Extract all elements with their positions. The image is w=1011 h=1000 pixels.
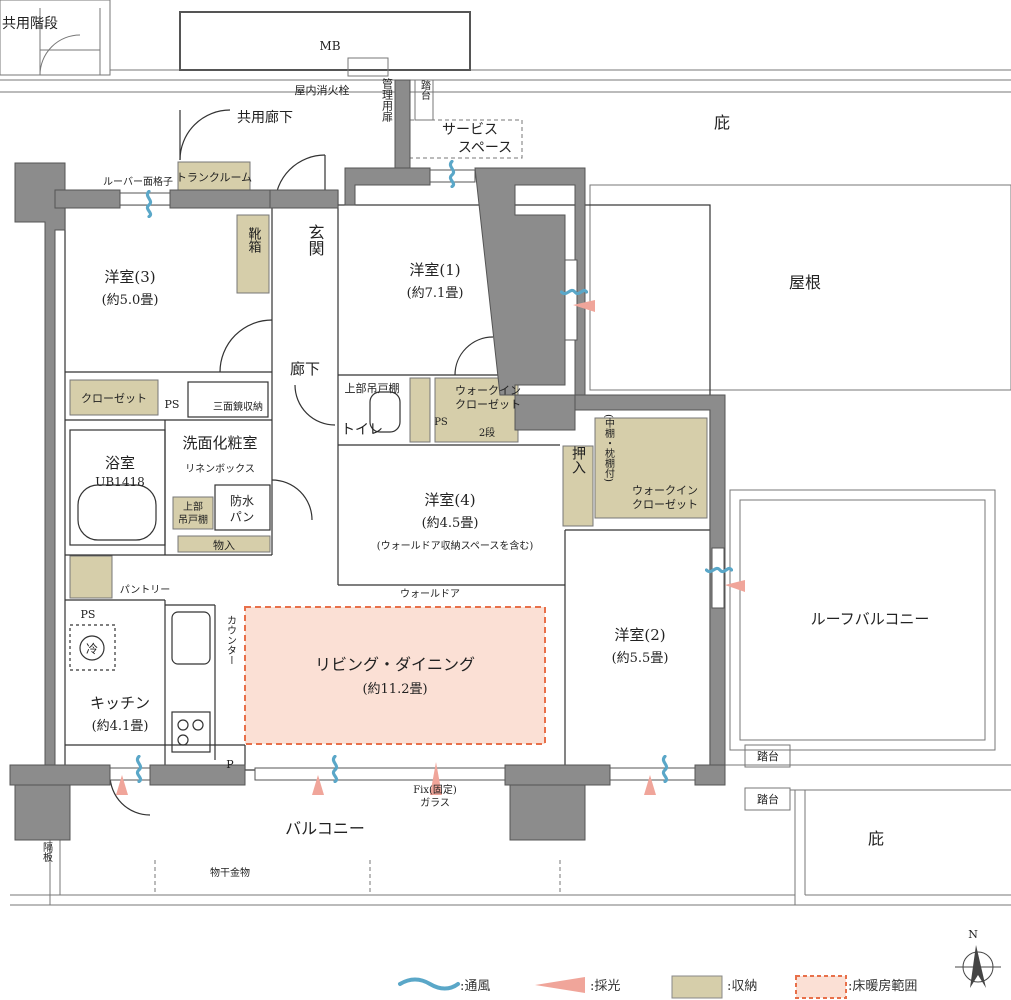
label-mb: MB bbox=[319, 39, 340, 53]
legend-light-label: :採光 bbox=[590, 979, 620, 994]
label-wall-door: ウォールドア bbox=[400, 588, 460, 600]
label-fix-glass-2: ガラス bbox=[420, 797, 450, 809]
label-admin-door: 管理用扉 bbox=[381, 77, 394, 123]
room-western1-name: 洋室(1) bbox=[409, 261, 460, 279]
label-linen-box: リネンボックス bbox=[185, 463, 255, 475]
label-ps-3: PS bbox=[434, 417, 448, 428]
label-upper-cabinet-2: 吊戸棚 bbox=[178, 513, 208, 526]
ventilation-markers bbox=[116, 160, 745, 795]
storage-areas bbox=[69, 161, 708, 599]
label-two-tier: 2段 bbox=[479, 426, 495, 439]
north-arrow-icon bbox=[970, 945, 986, 988]
compass: N bbox=[955, 928, 1001, 988]
label-step-1: 踏台 bbox=[757, 749, 779, 763]
storage-icon bbox=[671, 975, 723, 999]
legend-storage-label: :収納 bbox=[727, 979, 757, 994]
legend: :通風 :採光 :収納 :床暖房範囲 bbox=[398, 975, 917, 999]
compass-north-label: N bbox=[968, 928, 978, 941]
label-eaves-top: 庇 bbox=[714, 113, 730, 132]
label-roof: 屋根 bbox=[789, 273, 821, 292]
light-icon bbox=[535, 977, 585, 993]
label-ps-2: PS bbox=[81, 608, 96, 621]
label-upper-cabinet-toilet: 上部吊戸棚 bbox=[345, 381, 400, 395]
label-closet: クローゼット bbox=[81, 392, 147, 405]
label-trunk-room: トランクルーム bbox=[176, 171, 252, 184]
label-balcony: バルコニー bbox=[285, 819, 365, 838]
floor-heating-area bbox=[244, 606, 546, 745]
labels: 共用階段 MB 屋内消火栓 管理用扉 踏台 共用廊下 サービス スペース 庇 屋… bbox=[2, 16, 929, 879]
room-western3-name: 洋室(3) bbox=[104, 268, 155, 286]
label-ps-1: PS bbox=[165, 398, 180, 411]
room-western2-name: 洋室(2) bbox=[614, 626, 665, 644]
room-living-size: (約11.2畳) bbox=[362, 682, 427, 697]
label-entrance: 玄関 bbox=[306, 224, 325, 257]
label-step-top: 踏台 bbox=[419, 79, 431, 101]
legend-floor-heating-label: :床暖房範囲 bbox=[848, 978, 917, 994]
label-shared-corridor: 共用廊下 bbox=[237, 109, 293, 126]
outer-walls bbox=[9, 79, 726, 841]
label-counter: カウンター bbox=[225, 615, 237, 665]
label-fix-glass-1: Fix(固定) bbox=[413, 783, 457, 796]
label-upper-cabinet-1: 上部 bbox=[183, 500, 203, 513]
room-kitchen-size: (約4.1畳) bbox=[92, 719, 149, 734]
label-water-pan-1: 防水 bbox=[230, 493, 254, 508]
label-service-space-1: サービス bbox=[442, 122, 498, 138]
label-wic1-1: ウォークイン bbox=[455, 384, 521, 397]
label-hallway: 廊下 bbox=[290, 360, 320, 378]
label-laundry-hardware: 物干金物 bbox=[210, 866, 250, 879]
label-pantry: パントリー bbox=[120, 584, 171, 596]
label-storage: 物入 bbox=[213, 538, 235, 552]
label-fire-hydrant: 屋内消火栓 bbox=[295, 83, 350, 97]
label-fridge: 冷 bbox=[86, 642, 98, 656]
label-eaves-bottom: 庇 bbox=[868, 829, 884, 848]
label-wic2-1: ウォークイン bbox=[632, 484, 698, 497]
label-louver: ルーバー面格子 bbox=[103, 175, 173, 188]
room-western1-size: (約7.1畳) bbox=[407, 286, 464, 301]
legend-wind-label: :通風 bbox=[460, 979, 490, 994]
label-wic2-2: クローゼット bbox=[632, 498, 698, 511]
label-water-pan-2: パン bbox=[230, 510, 255, 524]
room-western4-size: (約4.5畳) bbox=[422, 516, 479, 531]
room-kitchen-name: キッチン bbox=[90, 694, 150, 712]
label-washroom: 洗面化粧室 bbox=[182, 434, 257, 452]
room-bath-model: UB1418 bbox=[95, 475, 144, 489]
label-service-space-2: スペース bbox=[458, 140, 512, 156]
label-mirror-storage: 三面鏡収納 bbox=[213, 400, 263, 413]
label-p: P bbox=[226, 758, 234, 771]
label-shared-stairs: 共用階段 bbox=[2, 16, 58, 32]
label-wic1-2: クローゼット bbox=[455, 398, 521, 411]
room-western3-size: (約5.0畳) bbox=[102, 293, 159, 308]
label-shoe-box: 靴箱 bbox=[246, 227, 262, 253]
label-partition: 隔板 bbox=[41, 842, 53, 863]
room-western4-name: 洋室(4) bbox=[424, 491, 475, 509]
label-step-2: 踏台 bbox=[757, 792, 779, 806]
room-living-name: リビング・ダイニング bbox=[315, 655, 475, 674]
wind-icon bbox=[398, 977, 460, 991]
label-mid-shelf: (中棚・枕棚付) bbox=[603, 414, 615, 482]
label-roof-balcony: ルーフバルコニー bbox=[811, 610, 930, 628]
room-western4-note: (ウォールドア収納スペースを含む) bbox=[377, 539, 534, 552]
floor-heating-icon bbox=[795, 975, 847, 999]
room-bath-name: 浴室 bbox=[105, 454, 135, 472]
label-oshiire: 押入 bbox=[570, 446, 586, 474]
label-toilet: トイレ bbox=[341, 422, 383, 438]
surroundings bbox=[0, 0, 1011, 906]
room-western2-size: (約5.5畳) bbox=[612, 651, 669, 666]
